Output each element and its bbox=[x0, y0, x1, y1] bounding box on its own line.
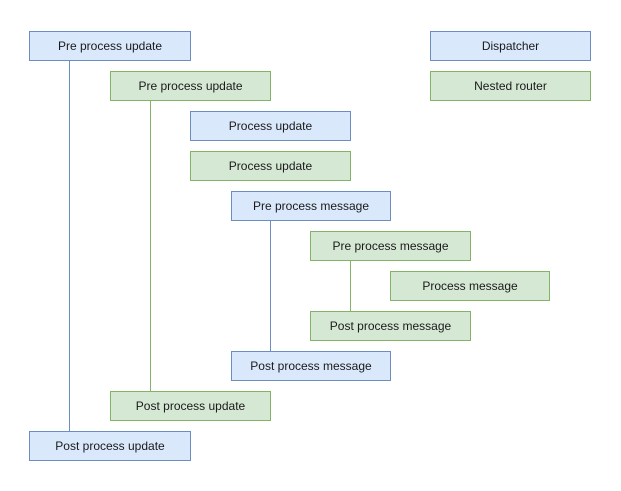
node-label: Process update bbox=[228, 118, 313, 133]
node-post-process-message-dispatcher[interactable]: Post process message bbox=[231, 351, 391, 381]
connector-pre-to-post-process-update-dispatcher bbox=[69, 61, 70, 431]
legend-item-dispatcher[interactable]: Dispatcher bbox=[430, 31, 591, 61]
node-label: Pre process update bbox=[138, 78, 243, 93]
node-post-process-update-dispatcher[interactable]: Post process update bbox=[29, 431, 191, 461]
node-pre-process-update-dispatcher[interactable]: Pre process update bbox=[29, 31, 191, 61]
node-label: Post process message bbox=[250, 358, 372, 373]
node-label: Post process message bbox=[329, 318, 452, 333]
node-process-update-nested-router[interactable]: Process update bbox=[190, 151, 351, 181]
node-label: Process update bbox=[228, 158, 313, 173]
connector-pre-to-post-process-message-nested-router bbox=[350, 261, 351, 311]
legend-item-nested-router[interactable]: Nested router bbox=[430, 71, 591, 101]
node-label: Process message bbox=[422, 278, 518, 293]
node-label: Pre process message bbox=[252, 198, 370, 213]
legend-item-label: Nested router bbox=[474, 78, 547, 93]
node-label: Post process update bbox=[55, 438, 165, 453]
node-pre-process-message-nested-router[interactable]: Pre process message bbox=[310, 231, 471, 261]
legend-item-label: Dispatcher bbox=[481, 38, 540, 53]
node-label: Pre process update bbox=[57, 38, 163, 53]
connector-pre-to-post-process-message-dispatcher bbox=[270, 221, 271, 351]
node-process-update-dispatcher[interactable]: Process update bbox=[190, 111, 351, 141]
node-post-process-message-nested-router[interactable]: Post process message bbox=[310, 311, 471, 341]
node-pre-process-message-dispatcher[interactable]: Pre process message bbox=[231, 191, 391, 221]
node-label: Pre process message bbox=[332, 238, 449, 253]
node-label: Post process update bbox=[135, 398, 246, 413]
connector-pre-to-post-process-update-nested-router bbox=[150, 101, 151, 391]
node-post-process-update-nested-router[interactable]: Post process update bbox=[110, 391, 271, 421]
node-process-message-nested-router[interactable]: Process message bbox=[390, 271, 550, 301]
node-pre-process-update-nested-router[interactable]: Pre process update bbox=[110, 71, 271, 101]
